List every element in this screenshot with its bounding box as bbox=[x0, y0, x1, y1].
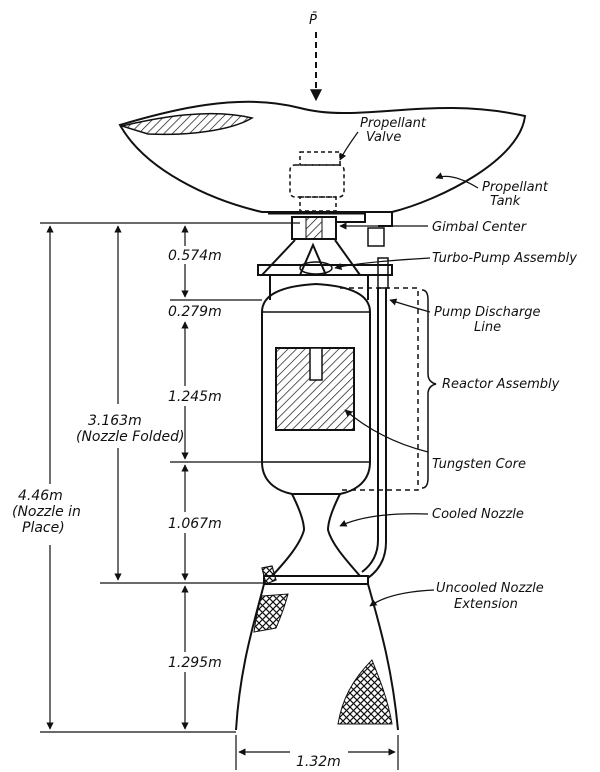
thrust-label: P̄ bbox=[309, 13, 317, 28]
dim-overall-value: 4.46m bbox=[18, 488, 63, 504]
gimbal-assembly bbox=[268, 211, 393, 247]
reactor-vessel bbox=[261, 282, 371, 495]
dim-0574: 0.574m bbox=[168, 248, 222, 264]
label-propellant-tank-1: Propellant bbox=[482, 180, 549, 195]
uncooled-nozzle-extension bbox=[235, 583, 399, 731]
dimension-lines bbox=[46, 225, 396, 756]
label-pump-discharge-2: Line bbox=[474, 320, 501, 335]
label-gimbal-center: Gimbal Center bbox=[432, 220, 528, 235]
dim-folded-note: (Nozzle Folded) bbox=[76, 429, 185, 445]
dimension-labels: 0.574m 0.279m 1.245m 1.067m 1.295m 1.32m… bbox=[12, 248, 341, 770]
label-propellant-valve-2: Valve bbox=[366, 130, 401, 145]
dim-0279: 0.279m bbox=[168, 304, 222, 320]
thrust-vector: P̄ bbox=[309, 13, 322, 102]
leader-lines bbox=[334, 131, 479, 607]
dim-overall-note-1: (Nozzle in bbox=[12, 504, 81, 520]
label-uncooled-ext-1: Uncooled Nozzle bbox=[436, 581, 544, 596]
dim-overall-note-2: Place) bbox=[22, 520, 65, 536]
reference-lines bbox=[40, 222, 399, 770]
label-cooled-nozzle: Cooled Nozzle bbox=[432, 507, 524, 522]
label-pump-discharge-1: Pump Discharge bbox=[434, 305, 540, 320]
dim-1245: 1.245m bbox=[168, 389, 222, 405]
label-reactor-assembly: Reactor Assembly bbox=[442, 377, 560, 392]
propellant-tank bbox=[118, 100, 527, 213]
pump-discharge-line bbox=[361, 257, 389, 579]
dim-1295: 1.295m bbox=[168, 655, 222, 671]
dim-width: 1.32m bbox=[296, 754, 341, 770]
label-propellant-valve-1: Propellant bbox=[360, 116, 427, 131]
cooled-nozzle bbox=[261, 493, 369, 585]
label-propellant-tank-2: Tank bbox=[490, 194, 521, 209]
component-labels: Propellant Valve Propellant Tank Gimbal … bbox=[360, 116, 577, 612]
dim-folded-value: 3.163m bbox=[88, 413, 142, 429]
label-tungsten-core: Tungsten Core bbox=[432, 457, 526, 472]
label-uncooled-ext-2: Extension bbox=[454, 597, 518, 612]
propellant-valve bbox=[289, 151, 345, 212]
dim-1067: 1.067m bbox=[168, 516, 222, 532]
label-turbo-pump: Turbo-Pump Assembly bbox=[432, 251, 577, 266]
